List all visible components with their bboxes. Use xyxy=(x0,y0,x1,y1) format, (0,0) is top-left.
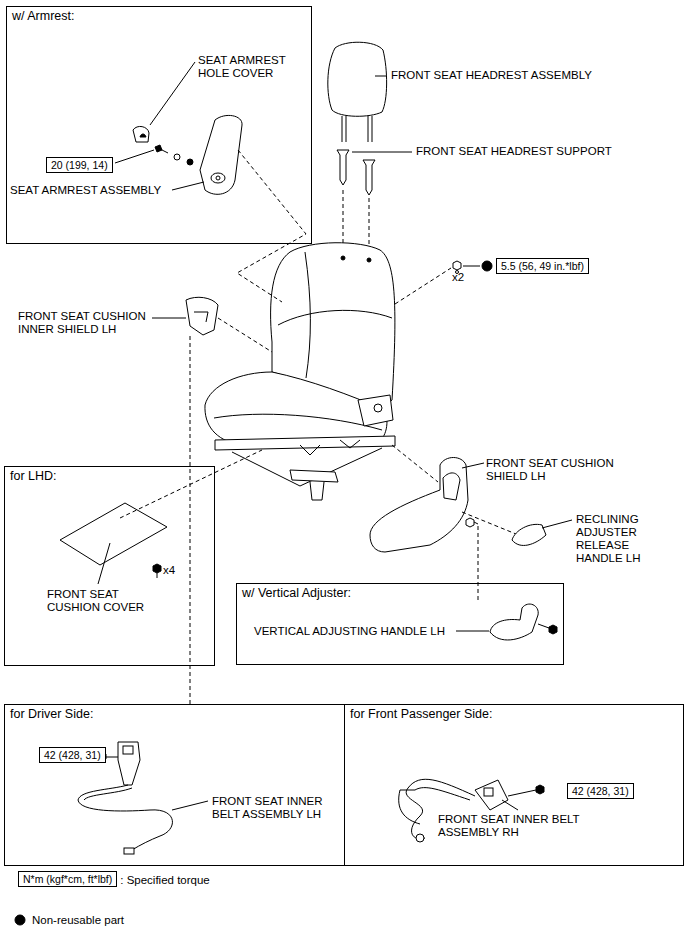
part-label: FRONT SEAT HEADREST ASSEMBLY xyxy=(391,69,631,82)
torque-value: N*m (kgf*cm, ft*lbf) xyxy=(23,873,112,885)
group-heading: w/ Armrest: xyxy=(7,7,311,25)
group-heading: for LHD: xyxy=(5,467,214,485)
part-label: FRONT SEAT INNER BELT ASSEMBLY RH xyxy=(438,813,603,839)
part-label: SEAT ARMREST ASSEMBLY xyxy=(10,184,180,197)
group-frame: for LHD: xyxy=(4,466,215,666)
part-label: FRONT SEAT CUSHION SHIELD LH xyxy=(486,457,636,483)
part-label: SEAT ARMREST HOLE COVER xyxy=(198,54,298,80)
group-frame: for Driver Side: 42 (428, 31) xyxy=(4,704,345,866)
torque-box: 20 (199, 14) xyxy=(46,157,113,173)
group-heading: for Driver Side: xyxy=(5,705,344,723)
group-frame: w/ Armrest: 20 (199, 14) xyxy=(6,6,312,244)
torque-value: 42 (428, 31) xyxy=(44,749,101,761)
legend-box: N*m (kgf*cm, ft*lbf) xyxy=(18,871,117,887)
torque-box: 42 (428, 31) xyxy=(39,747,106,763)
group-heading: for Front Passenger Side: xyxy=(345,705,683,723)
group-heading: w/ Vertical Adjuster: xyxy=(237,584,563,602)
quantity-label: x4 xyxy=(163,564,183,577)
group-frame: for Front Passenger Side: 42 (428, 31) xyxy=(344,704,684,866)
torque-value: 5.5 (56, 49 in.*lbf) xyxy=(501,260,584,272)
quantity-label: x2 xyxy=(452,271,472,284)
part-label: FRONT SEAT HEADREST SUPPORT xyxy=(416,145,656,158)
part-label: FRONT SEAT CUSHION COVER xyxy=(47,588,157,614)
torque-box: 5.5 (56, 49 in.*lbf) xyxy=(496,258,589,274)
part-label: RECLINING ADJUSTER RELEASE HANDLE LH xyxy=(576,513,656,565)
part-label: FRONT SEAT INNER BELT ASSEMBLY LH xyxy=(212,795,342,821)
torque-value: 42 (428, 31) xyxy=(572,785,629,797)
torque-box: 42 (428, 31) xyxy=(567,783,634,799)
legend-text: : Specified torque xyxy=(120,873,210,887)
torque-value: 20 (199, 14) xyxy=(51,159,108,171)
part-label: FRONT SEAT CUSHION INNER SHIELD LH xyxy=(18,310,153,336)
legend-text: Non-reusable part xyxy=(32,913,124,927)
group-frame: w/ Vertical Adjuster: xyxy=(236,583,564,665)
part-label: VERTICAL ADJUSTING HANDLE LH xyxy=(254,625,459,638)
